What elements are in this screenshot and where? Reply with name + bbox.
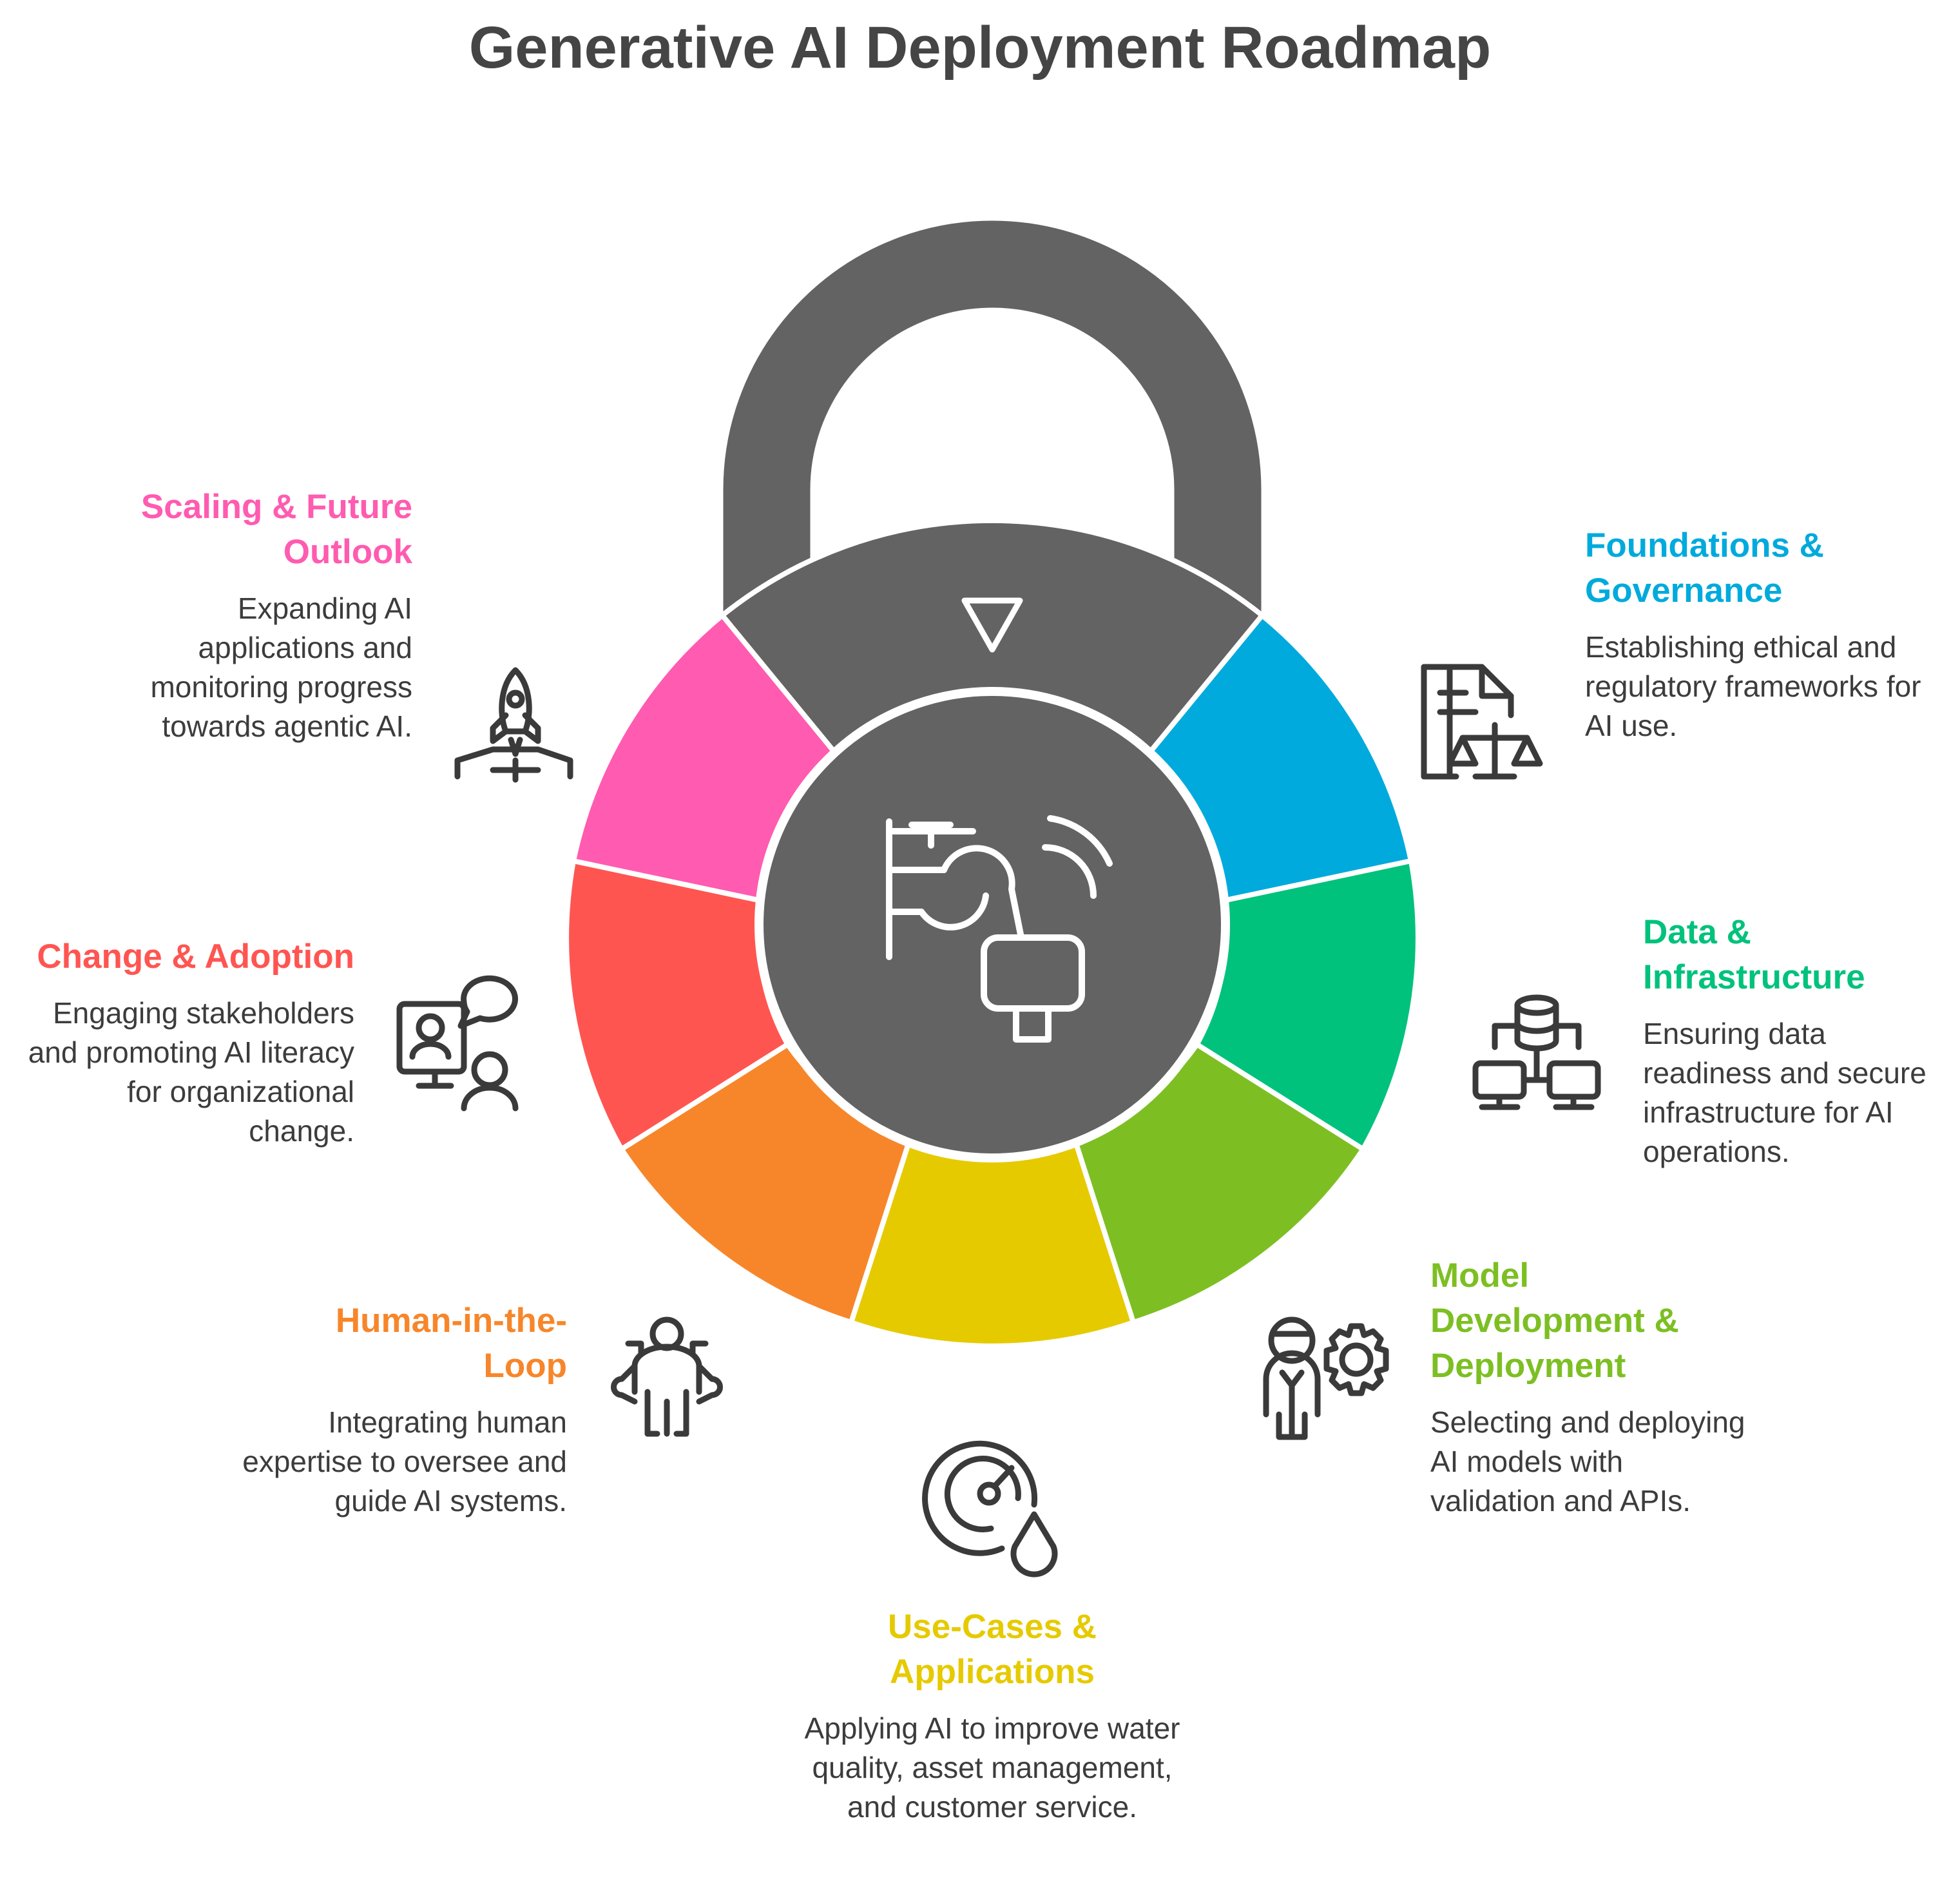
data-description: Ensuring data readiness and secure infra… (1643, 1017, 1926, 1168)
human-title: Human-in-the- Loop (335, 1302, 567, 1385)
human-block: Human-in-the- Loop Integrating human exp… (238, 1298, 567, 1521)
usecases-title: Use-Cases & Applications (887, 1608, 1097, 1691)
water-tap-wireless-icon (886, 815, 1113, 1043)
model-title: Model Development & Deployment (1430, 1257, 1679, 1385)
person-circuit-icon (611, 1316, 723, 1437)
data-block: Data & Infrastructure Ensuring data read… (1643, 910, 1952, 1171)
lock-center (754, 687, 1230, 1162)
model-block: Model Development & Deployment Selecting… (1430, 1253, 1753, 1521)
scaling-description: Expanding AI applications and monitoring… (150, 592, 412, 743)
foundations-block: Foundations & Governance Establishing et… (1585, 523, 1933, 746)
database-network-icon (1472, 994, 1601, 1110)
scaling-block: Scaling & Future Outlook Expanding AI ap… (103, 485, 412, 746)
rocket-launch-icon (454, 667, 573, 783)
change-description: Engaging stakeholders and promoting AI l… (28, 996, 354, 1148)
person-gear-icon (1263, 1316, 1389, 1440)
foundations-description: Establishing ethical and regulatory fram… (1585, 630, 1921, 742)
change-block: Change & Adoption Engaging stakeholders … (19, 934, 354, 1151)
triangle-down-icon (961, 597, 1023, 653)
foundations-title: Foundations & Governance (1585, 526, 1824, 610)
change-title: Change & Adoption (37, 938, 354, 976)
scaling-title: Scaling & Future Outlook (140, 488, 412, 571)
screen-chat-person-icon (396, 975, 519, 1112)
data-title: Data & Infrastructure (1643, 913, 1865, 996)
page-title: Generative AI Deployment Roadmap (468, 15, 1492, 81)
model-description: Selecting and deploying AI models with v… (1430, 1405, 1745, 1518)
gauge-drop-icon (922, 1440, 1058, 1577)
lock-shackle (723, 220, 1262, 644)
document-scales-icon (1421, 664, 1543, 780)
usecases-block: Use-Cases & Applications Applying AI to … (799, 1605, 1186, 1827)
human-description: Integrating human expertise to oversee a… (242, 1405, 567, 1518)
usecases-description: Applying AI to improve water quality, as… (804, 1711, 1180, 1824)
